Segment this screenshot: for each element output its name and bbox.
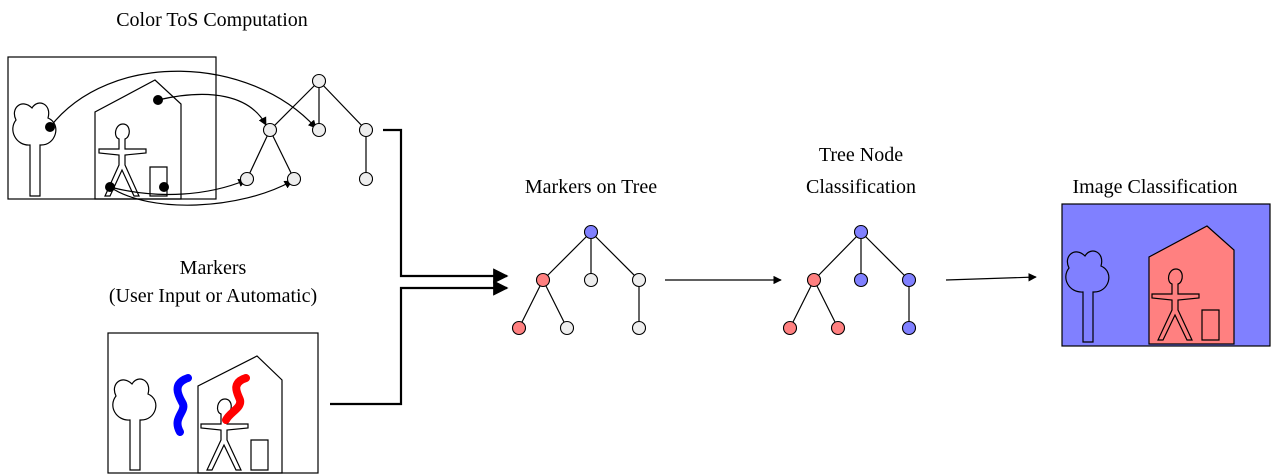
marker-dot xyxy=(105,182,115,192)
tree-node xyxy=(583,224,599,240)
tree-node-label-line1: Tree Node xyxy=(819,144,903,166)
tree-node-label-line2: Classification xyxy=(806,176,916,198)
tree-node xyxy=(853,272,869,288)
tree-drawing xyxy=(12,102,57,197)
markers-label-line1: Markers xyxy=(180,257,247,279)
tree-node xyxy=(583,272,599,288)
tree-node xyxy=(358,122,374,138)
tos-input-image xyxy=(7,56,217,200)
color-tos-label: Color ToS Computation xyxy=(116,9,308,31)
object-marker-stroke xyxy=(222,374,250,424)
markers-input-image xyxy=(107,332,319,474)
color-tos-tree xyxy=(239,73,374,187)
tree-node xyxy=(853,224,869,240)
tree-node-classification xyxy=(782,224,917,336)
markers-label-line2: (User Input or Automatic) xyxy=(109,285,317,307)
flow-connectors xyxy=(330,128,1037,406)
tree-node xyxy=(901,272,917,288)
tree-node xyxy=(830,320,846,336)
tree-node xyxy=(239,171,255,187)
tree-node xyxy=(311,73,327,89)
marker-dot xyxy=(45,122,55,132)
tree-node xyxy=(535,272,551,288)
tree-node xyxy=(311,122,327,138)
tree-node xyxy=(782,320,798,336)
tree-node xyxy=(631,320,647,336)
image-classification-label: Image Classification xyxy=(1073,176,1238,198)
person-drawing xyxy=(98,123,147,197)
tree-node xyxy=(286,171,302,187)
marker-dot xyxy=(153,95,163,105)
tree-node xyxy=(901,320,917,336)
tree-node xyxy=(511,320,527,336)
tree-node xyxy=(262,122,278,138)
tree-node xyxy=(806,272,822,288)
tree-node xyxy=(631,272,647,288)
tos-mapping-arrows xyxy=(49,70,317,206)
tree-node xyxy=(358,171,374,187)
classified-image xyxy=(1061,203,1271,347)
markers-on-tree-label: Markers on Tree xyxy=(525,176,657,198)
markers-on-tree xyxy=(511,224,647,336)
background-marker-stroke xyxy=(173,374,192,436)
tree-node xyxy=(559,320,575,336)
marker-dot xyxy=(159,182,169,192)
house-drawing xyxy=(94,79,182,200)
